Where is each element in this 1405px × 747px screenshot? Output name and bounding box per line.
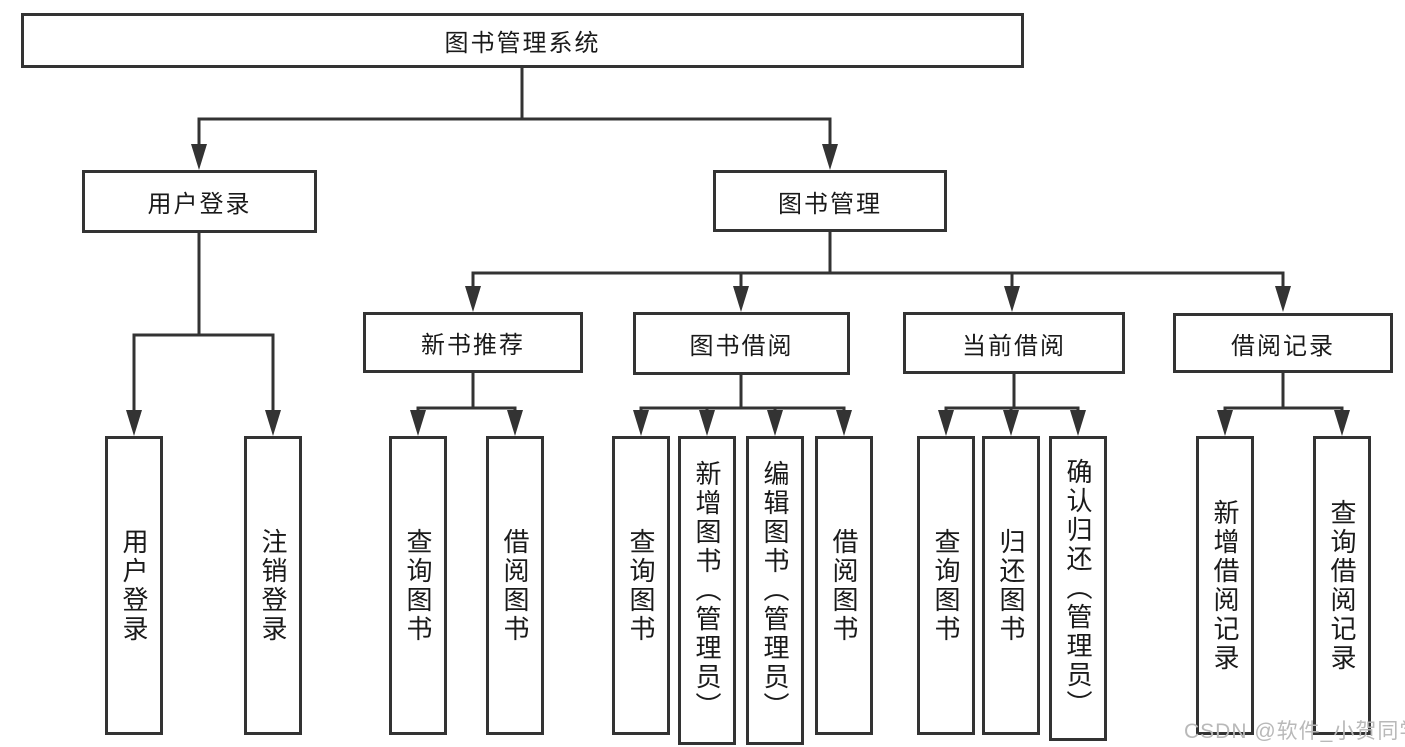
node-book-management-label: 图书管理 xyxy=(778,190,882,218)
leaf-borrow-borrow-books: 借阅图书 xyxy=(815,436,873,735)
node-book-borrow-label: 图书借阅 xyxy=(689,333,794,360)
leaf-borrow-borrow-books-label: 借阅图书 xyxy=(829,527,859,644)
leaf-current-confirm-return-admin-label: 确认归还（管理员） xyxy=(1063,458,1093,719)
leaf-newbook-query-books-label: 查询图书 xyxy=(403,527,433,644)
node-root: 图书管理系统 xyxy=(21,13,1024,68)
node-book-borrow: 图书借阅 xyxy=(633,312,850,375)
node-root-label: 图书管理系统 xyxy=(444,30,601,57)
leaf-borrow-edit-books-admin-label: 编辑图书（管理员） xyxy=(760,460,790,721)
node-new-book-recommend: 新书推荐 xyxy=(363,312,583,373)
leaf-borrow-add-books-admin: 新增图书（管理员） xyxy=(678,436,736,745)
leaf-borrow-query-books: 查询图书 xyxy=(612,436,670,735)
leaf-records-add-record: 新增借阅记录 xyxy=(1196,436,1254,735)
node-current-borrow: 当前借阅 xyxy=(903,312,1125,374)
leaf-newbook-borrow-books-label: 借阅图书 xyxy=(500,527,530,644)
leaf-current-return-books-label: 归还图书 xyxy=(996,527,1026,644)
leaf-borrow-add-books-admin-label: 新增图书（管理员） xyxy=(692,460,722,721)
leaf-newbook-query-books: 查询图书 xyxy=(389,436,447,735)
leaf-current-query-books-label: 查询图书 xyxy=(931,527,961,644)
leaf-logout: 注销登录 xyxy=(244,436,302,735)
leaf-current-confirm-return-admin: 确认归还（管理员） xyxy=(1049,436,1107,741)
leaf-logout-label: 注销登录 xyxy=(258,527,288,644)
leaf-records-add-record-label: 新增借阅记录 xyxy=(1210,498,1240,673)
node-current-borrow-label: 当前借阅 xyxy=(962,332,1066,360)
leaf-current-query-books: 查询图书 xyxy=(917,436,975,735)
leaf-current-return-books: 归还图书 xyxy=(982,436,1040,735)
node-borrow-records-label: 借阅记录 xyxy=(1231,332,1335,360)
node-book-management: 图书管理 xyxy=(713,170,947,232)
leaf-user-login-label: 用户登录 xyxy=(119,527,149,644)
node-user-login-label: 用户登录 xyxy=(147,191,252,218)
leaf-records-query-record: 查询借阅记录 xyxy=(1313,436,1371,735)
leaf-borrow-query-books-label: 查询图书 xyxy=(626,527,656,644)
node-user-login: 用户登录 xyxy=(82,170,317,233)
leaf-borrow-edit-books-admin: 编辑图书（管理员） xyxy=(746,436,804,745)
leaf-records-query-record-label: 查询借阅记录 xyxy=(1327,498,1357,673)
csdn-watermark: CSDN @软件_小贺同学 xyxy=(1184,720,1405,743)
leaf-user-login: 用户登录 xyxy=(105,436,163,735)
leaf-newbook-borrow-books: 借阅图书 xyxy=(486,436,544,735)
node-new-book-recommend-label: 新书推荐 xyxy=(421,332,525,359)
node-borrow-records: 借阅记录 xyxy=(1173,313,1393,373)
